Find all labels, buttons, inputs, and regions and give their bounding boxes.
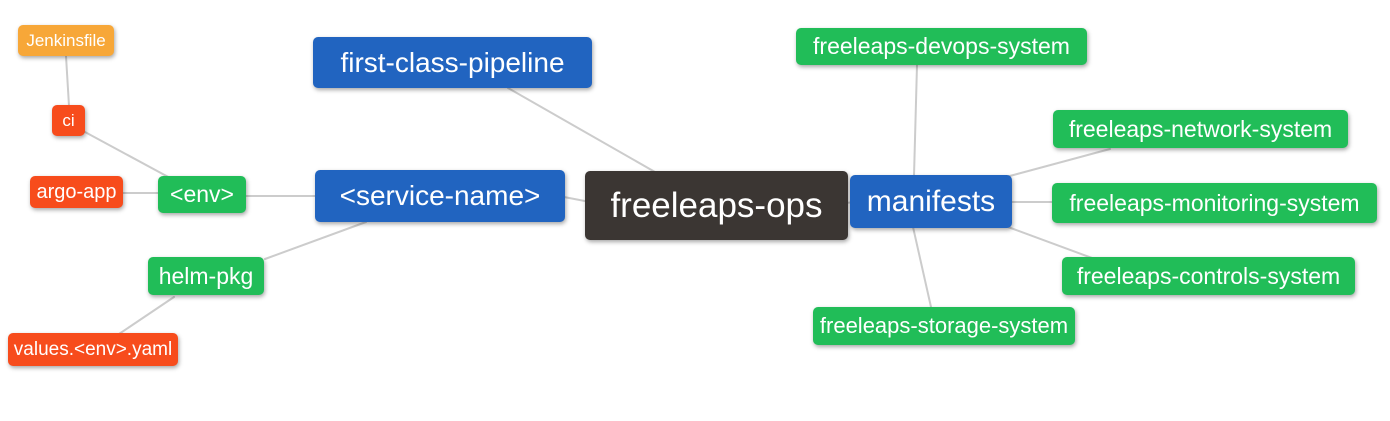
node-label: <env> (170, 181, 234, 207)
node-label: freeleaps-ops (610, 186, 823, 225)
node-freeleaps-monitoring-system[interactable]: freeleaps-monitoring-system (1052, 183, 1377, 223)
node-manifests[interactable]: manifests (850, 175, 1012, 228)
node-label: Jenkinsfile (26, 31, 106, 50)
node-jenkinsfile[interactable]: Jenkinsfile (18, 25, 114, 56)
node-label: freeleaps-controls-system (1076, 262, 1341, 289)
node-label: values.<env>.yaml (13, 339, 173, 360)
node-label: freeleaps-network-system (1068, 115, 1333, 142)
edge-manifests--freeleaps-controls-system (1007, 226, 1093, 259)
node-label: <service-name> (339, 180, 541, 211)
edge-first-class-pipeline--freeleaps-ops (507, 87, 656, 173)
node-argo-app[interactable]: argo-app (30, 176, 123, 208)
node-label: freeleaps-devops-system (813, 33, 1070, 59)
edge-helm-pkg--service-name (264, 221, 367, 260)
node-label: helm-pkg (158, 262, 254, 289)
node-freeleaps-controls-system[interactable]: freeleaps-controls-system (1062, 257, 1355, 295)
node-label: freeleaps-monitoring-system (1069, 189, 1360, 216)
edge-ci--env (84, 131, 173, 180)
node-label: manifests (866, 184, 996, 218)
node-ci[interactable]: ci (52, 105, 85, 136)
edge-jenkinsfile--ci (65, 55, 70, 107)
node-first-class-pipeline[interactable]: first-class-pipeline (313, 37, 592, 88)
node-freeleaps-devops-system[interactable]: freeleaps-devops-system (796, 28, 1087, 65)
node-label: freeleaps-storage-system (819, 313, 1069, 338)
edge-manifests--freeleaps-network-system (1005, 148, 1111, 178)
node-label: argo-app (36, 181, 117, 203)
node-freeleaps-network-system[interactable]: freeleaps-network-system (1053, 110, 1348, 148)
node-freeleaps-ops[interactable]: freeleaps-ops (585, 171, 848, 240)
edge-values-env-yaml--helm-pkg (118, 296, 175, 335)
node-label: ci (62, 111, 75, 130)
edge-manifests--freeleaps-storage-system (912, 226, 932, 308)
node-helm-pkg[interactable]: helm-pkg (148, 257, 264, 295)
node-env[interactable]: <env> (158, 176, 246, 213)
edge-manifests--freeleaps-devops-system (913, 64, 918, 177)
node-service-name[interactable]: <service-name> (315, 170, 565, 222)
node-label: first-class-pipeline (340, 46, 565, 78)
node-freeleaps-storage-system[interactable]: freeleaps-storage-system (813, 307, 1075, 345)
node-values-env-yaml[interactable]: values.<env>.yaml (8, 333, 178, 366)
